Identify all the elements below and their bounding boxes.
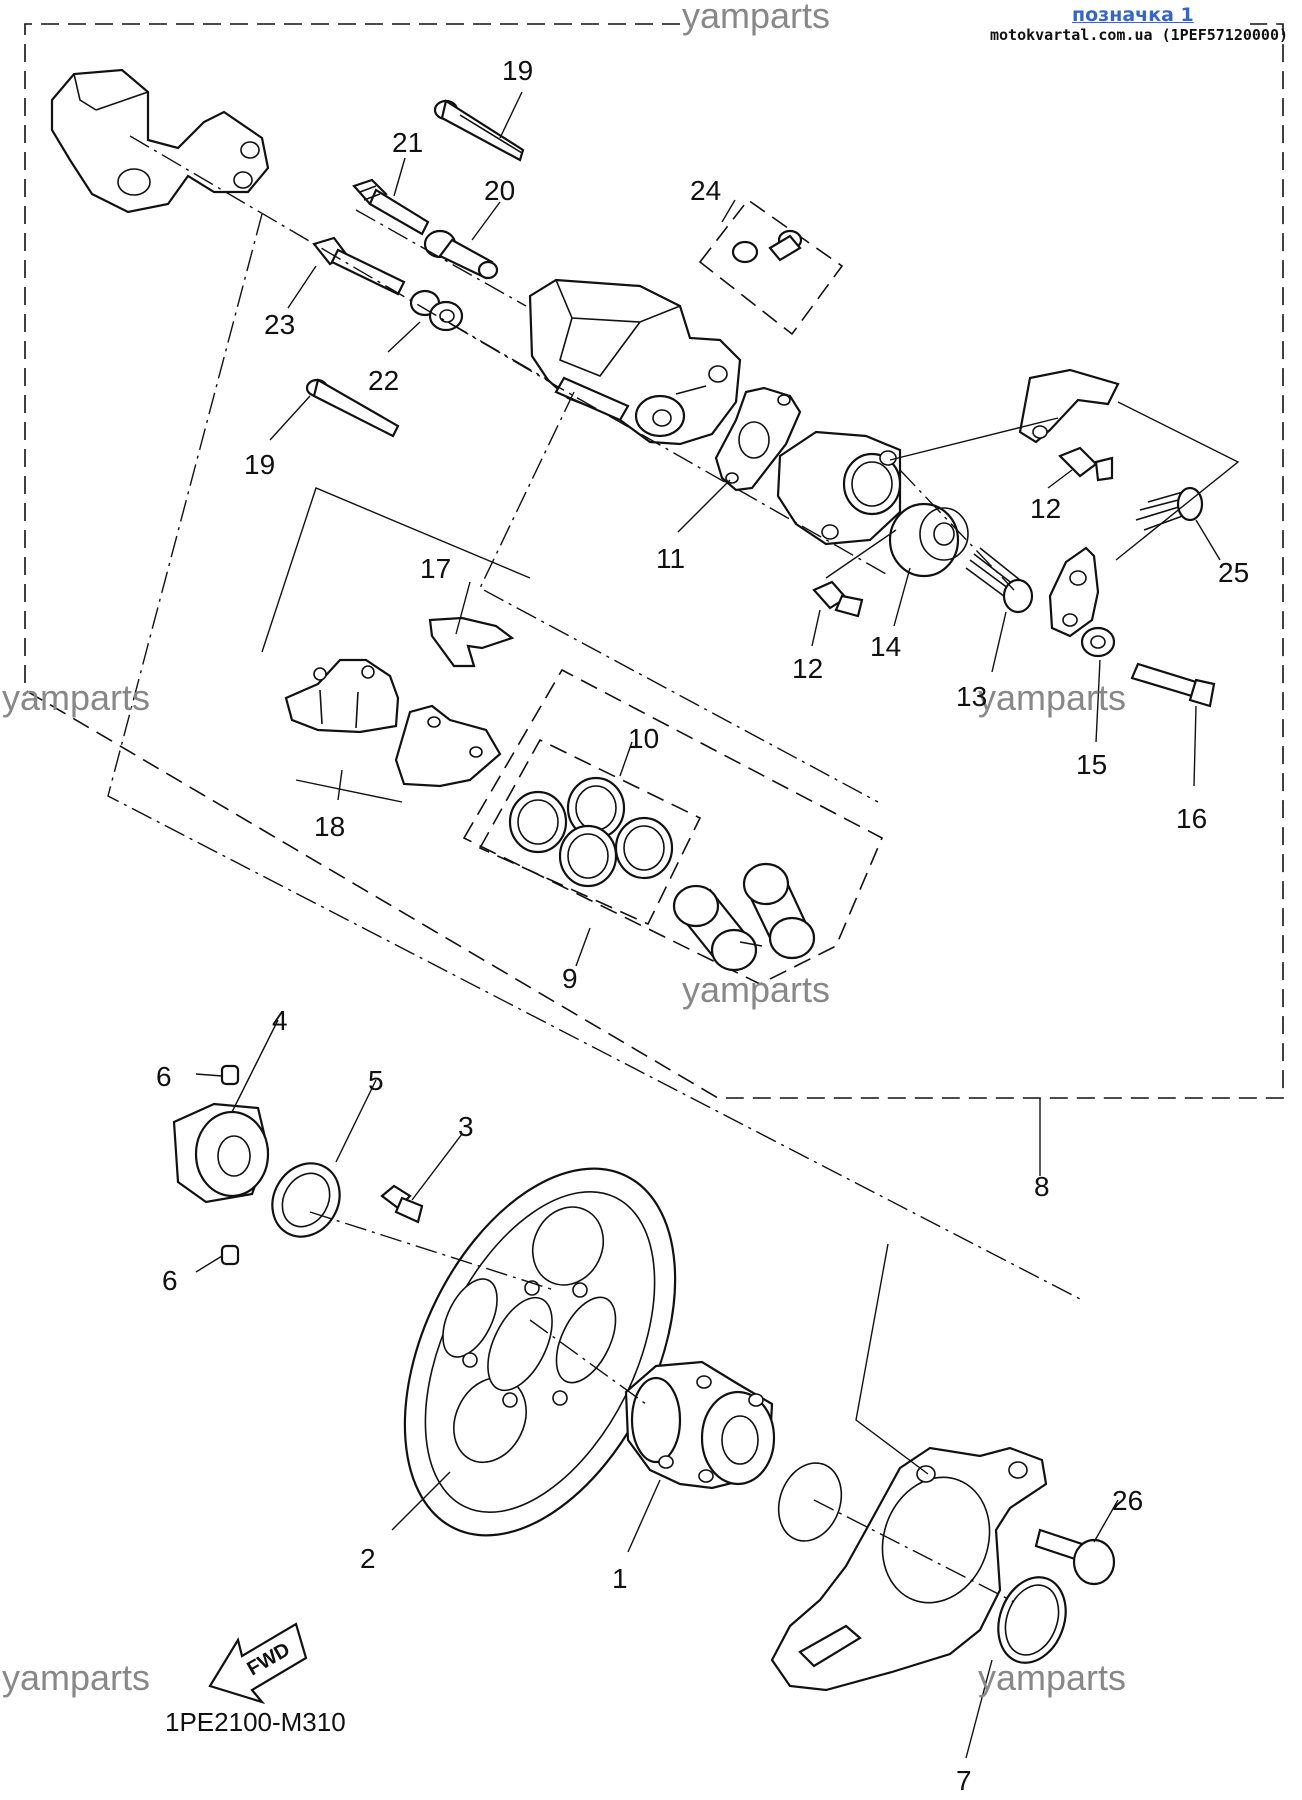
spring-13	[965, 547, 1034, 614]
bolt-12-lower	[812, 580, 864, 618]
set-screw-6-upper	[220, 1064, 240, 1086]
callout-7: 7	[956, 1765, 972, 1796]
o-ring	[777, 1462, 843, 1542]
watermark-right: yamparts	[978, 677, 1126, 718]
bolt-16	[1130, 662, 1216, 708]
fwd-arrow-icon: FWD	[208, 1622, 308, 1705]
callout-25: 25	[1218, 557, 1249, 588]
bleed-screw-24	[731, 229, 803, 264]
bolt-3	[380, 1184, 424, 1224]
callout-14: 14	[870, 631, 901, 662]
callout-16: 16	[1176, 803, 1207, 834]
callout-9: 9	[562, 963, 578, 994]
source-caption: motokvartal.com.ua (1PEF57120000)	[989, 26, 1288, 44]
bolt-26	[1034, 1528, 1116, 1586]
nut-15	[1080, 626, 1116, 658]
callout-15: 15	[1076, 749, 1107, 780]
callout-22: 22	[368, 365, 399, 396]
seal-ring-7	[997, 1576, 1067, 1664]
callout-6-upper: 6	[156, 1061, 172, 1092]
caliper-bracket	[50, 68, 270, 214]
leader-lines	[195, 91, 1240, 1759]
seal-kit-box-9	[462, 668, 884, 985]
locknut-4	[172, 1102, 270, 1204]
callout-19-lower: 19	[244, 449, 275, 480]
callout-23: 23	[264, 309, 295, 340]
watermark-top: yamparts	[682, 0, 830, 36]
watermark-left: yamparts	[2, 677, 150, 718]
seals-10	[508, 776, 674, 888]
set-screw-6-lower	[220, 1244, 240, 1266]
bracket-plate	[1018, 368, 1120, 444]
watermark-middle: yamparts	[682, 969, 830, 1010]
boot-22	[409, 289, 464, 332]
gasket-11	[714, 386, 802, 492]
bleeder-box	[698, 198, 844, 336]
pin-bolt-19-upper	[433, 99, 525, 162]
callout-19-upper: 19	[502, 55, 533, 86]
bolt-12-upper	[1058, 446, 1114, 482]
callout-13: 13	[956, 681, 987, 712]
backing-plate	[770, 1446, 1048, 1692]
brake-pads-18	[284, 658, 502, 788]
pistons-9	[672, 862, 816, 972]
callout-10: 10	[628, 723, 659, 754]
brake-disc-2	[403, 1167, 677, 1537]
callout-18: 18	[314, 811, 345, 842]
header-link[interactable]: позначка 1	[1072, 4, 1194, 26]
bolt-23	[312, 236, 406, 296]
sleeve-boot-20	[423, 229, 499, 280]
callout-12-lower: 12	[792, 653, 823, 684]
spring-25	[1135, 486, 1204, 531]
callout-3: 3	[458, 1111, 474, 1142]
callout-24: 24	[690, 175, 721, 206]
piston-cup-14	[888, 502, 969, 578]
seal-kit-box-10	[478, 738, 702, 926]
lever-plate	[1048, 546, 1100, 638]
callout-21: 21	[392, 127, 423, 158]
callout-labels: 19 21 20 24 23 22 19 11 12 25 17 12 14 1…	[156, 55, 1249, 1796]
bolt-21	[352, 178, 430, 236]
center-lines	[107, 135, 1083, 1603]
watermark-bottom-left: yamparts	[2, 1657, 150, 1698]
washer-5	[271, 1162, 341, 1238]
callout-20: 20	[484, 175, 515, 206]
callout-17: 17	[420, 553, 451, 584]
callout-6-lower: 6	[162, 1265, 178, 1296]
callout-12-upper: 12	[1030, 493, 1061, 524]
caliper-body	[528, 278, 742, 446]
watermark-bottom-right: yamparts	[978, 1657, 1126, 1698]
callout-26: 26	[1112, 1485, 1143, 1516]
assembly-boundary	[24, 23, 1284, 1099]
callout-11: 11	[656, 543, 685, 574]
pin-bolt-19-lower	[305, 378, 400, 438]
callout-5: 5	[368, 1065, 384, 1096]
hub-1	[624, 1360, 776, 1490]
cylinder-housing	[776, 430, 902, 546]
callout-8: 8	[1034, 1171, 1050, 1202]
callout-4: 4	[272, 1005, 288, 1036]
callout-1: 1	[612, 1563, 628, 1594]
figure-code: 1PE2100-M310	[165, 1707, 346, 1737]
pad-spring-17	[428, 616, 515, 668]
callout-2: 2	[360, 1543, 376, 1574]
